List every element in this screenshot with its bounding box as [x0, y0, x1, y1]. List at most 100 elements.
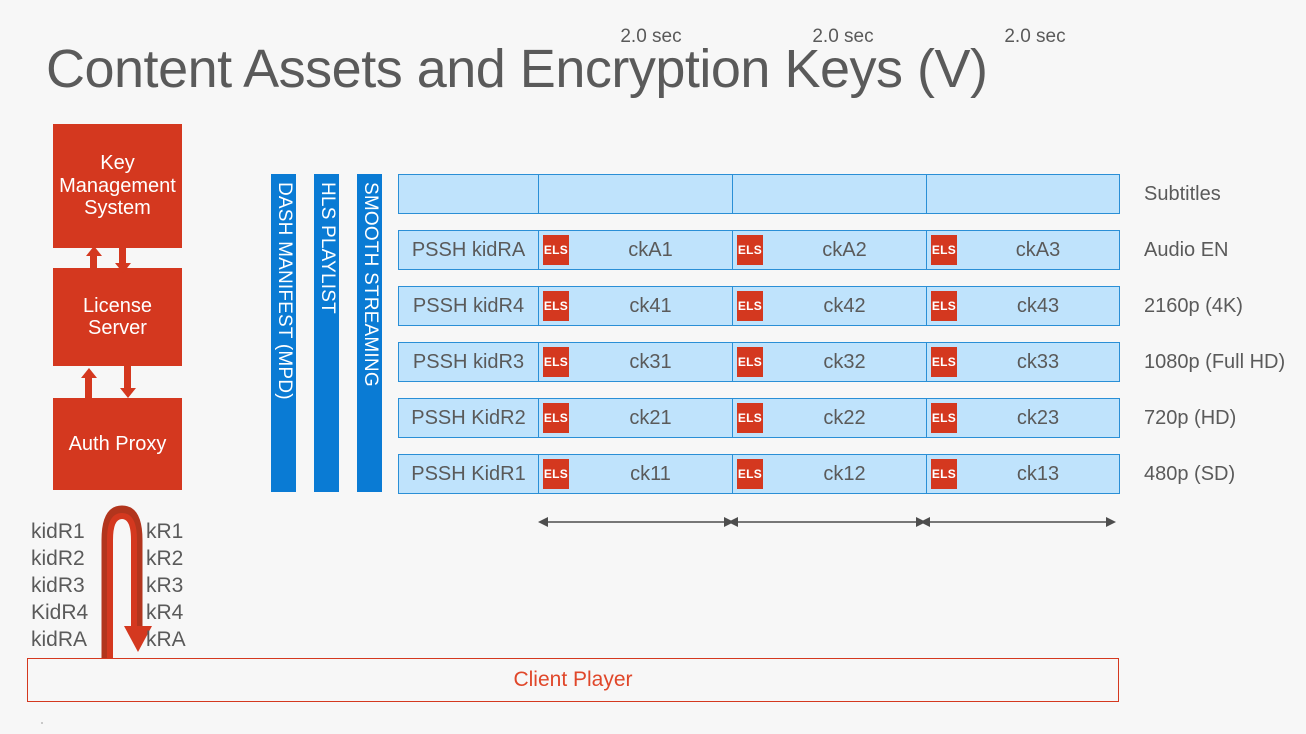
duration-label-3: 2.0 sec	[1004, 26, 1066, 47]
els-badge[interactable]: ELS	[543, 235, 569, 265]
cell-segment: ELS ck11	[539, 455, 733, 493]
ck-label: ck32	[823, 350, 866, 373]
els-badge[interactable]: ELS	[737, 347, 763, 377]
cell-segment	[927, 175, 1119, 213]
cell-segment: ELS ck21	[539, 399, 733, 437]
els-badge[interactable]: ELS	[931, 235, 957, 265]
key-id-item: kidR1	[31, 520, 85, 543]
quality-label-1080p: 1080p (Full HD)	[1144, 350, 1286, 373]
u-turn-arrow-icon	[101, 505, 152, 658]
arrow-up-head-icon-2	[80, 368, 97, 378]
ck-label: ck13	[1016, 462, 1060, 485]
duration-ruler	[538, 517, 1116, 527]
bar-hls-playlist[interactable]: HLS PLAYLIST	[314, 174, 339, 492]
duration-label-1: 2.0 sec	[620, 26, 682, 47]
key-item: kR1	[146, 520, 184, 543]
cell-pssh: PSSH kidR4	[399, 287, 539, 325]
decorative-dot	[41, 722, 43, 724]
client-player-label: Client Player	[513, 668, 633, 691]
cell-segment: ELS ckA3	[927, 231, 1119, 269]
els-badge[interactable]: ELS	[737, 459, 763, 489]
box-license-server[interactable]: License Server	[53, 268, 182, 366]
ck-label: ck12	[823, 462, 866, 485]
ck-label: ck43	[1016, 294, 1060, 317]
ck-label: ck11	[630, 462, 671, 485]
cell-segment: ELS ck43	[927, 287, 1119, 325]
ck-label: ck23	[1016, 406, 1060, 429]
key-id-item: KidR4	[31, 601, 89, 624]
duration-label-2: 2.0 sec	[812, 26, 874, 47]
pssh-label: PSSH kidR4	[412, 294, 525, 317]
els-badge[interactable]: ELS	[543, 291, 569, 321]
cell-segment: ELS ck31	[539, 343, 733, 381]
ck-label: ck33	[1016, 350, 1060, 373]
els-badge[interactable]: ELS	[543, 347, 569, 377]
cell-pssh	[399, 175, 539, 213]
els-badge[interactable]: ELS	[737, 291, 763, 321]
table-row[interactable]: PSSH kidR3 ELS ck31 ELS ck32 ELS ck33	[398, 342, 1120, 382]
bar-dash-manifest[interactable]: DASH MANIFEST (MPD)	[271, 174, 296, 492]
ck-label: ckA2	[822, 238, 867, 261]
quality-label-720p: 720p (HD)	[1144, 406, 1237, 429]
cell-segment: ELS ck13	[927, 455, 1119, 493]
key-id-list: kidR1 kidR2 kidR3 KidR4 kidRA	[31, 518, 88, 653]
client-player-bar[interactable]: Client Player	[27, 658, 1119, 702]
els-badge[interactable]: ELS	[931, 347, 957, 377]
key-item: kR2	[146, 547, 184, 570]
table-row[interactable]: PSSH KidR1 ELS ck11 ELS ck12 ELS ck13	[398, 454, 1120, 494]
arrow-down-head-icon-2	[119, 388, 136, 398]
key-item: kR4	[146, 601, 184, 624]
ck-label: ck42	[823, 294, 866, 317]
cell-segment: ELS ck23	[927, 399, 1119, 437]
cell-pssh: PSSH KidR2	[399, 399, 539, 437]
key-id-item: kidR2	[31, 547, 85, 570]
table-row[interactable]: PSSH kidR4 ELS ck41 ELS ck42 ELS ck43	[398, 286, 1120, 326]
els-badge[interactable]: ELS	[543, 403, 569, 433]
bar-smooth-streaming[interactable]: SMOOTH STREAMING	[357, 174, 382, 492]
els-badge[interactable]: ELS	[737, 403, 763, 433]
pssh-label: PSSH KidR2	[411, 406, 526, 429]
key-id-item: kidR3	[31, 574, 85, 597]
arrow-down-kms-to-license	[119, 248, 126, 265]
cell-segment: ELS ck32	[733, 343, 927, 381]
key-list: kR1 kR2 kR3 kR4 kRA	[146, 518, 186, 653]
cell-pssh: PSSH kidR3	[399, 343, 539, 381]
cell-pssh: PSSH kidRA	[399, 231, 539, 269]
table-row[interactable]: PSSH KidR2 ELS ck21 ELS ck22 ELS ck23	[398, 398, 1120, 438]
quality-label-subtitles: Subtitles	[1144, 182, 1221, 205]
ck-label: ckA1	[628, 238, 673, 261]
pssh-label: PSSH KidR1	[411, 462, 526, 485]
ck-label: ckA3	[1015, 238, 1061, 261]
quality-label-480p: 480p (SD)	[1144, 462, 1236, 485]
els-badge[interactable]: ELS	[737, 235, 763, 265]
pssh-label: PSSH kidRA	[411, 238, 526, 261]
key-item: kRA	[146, 628, 186, 651]
cell-segment: ELS ck42	[733, 287, 927, 325]
arrow-down-head-icon	[114, 263, 131, 273]
ck-label: ck31	[629, 350, 672, 373]
els-badge[interactable]: ELS	[931, 403, 957, 433]
box-auth-proxy[interactable]: Auth Proxy	[53, 398, 182, 490]
cell-segment: ELS ckA1	[539, 231, 733, 269]
els-badge[interactable]: ELS	[543, 459, 569, 489]
table-row[interactable]	[398, 174, 1120, 214]
key-id-item: kidRA	[31, 628, 88, 651]
key-item: kR3	[146, 574, 184, 597]
cell-pssh: PSSH KidR1	[399, 455, 539, 493]
arrow-up-license-from-auth	[85, 376, 92, 402]
table-row[interactable]: PSSH kidRA ELS ckA1 ELS ckA2 ELS ckA3	[398, 230, 1120, 270]
quality-label-2160p: 2160p (4K)	[1144, 294, 1243, 317]
els-badge[interactable]: ELS	[931, 459, 957, 489]
arrow-up-head-icon	[85, 246, 102, 256]
bar-hls-playlist-label: HLS PLAYLIST	[317, 182, 338, 314]
quality-label-audio: Audio EN	[1144, 238, 1229, 261]
ck-label: ck41	[629, 294, 672, 317]
quality-label-list: Subtitles Audio EN 2160p (4K) 1080p (Ful…	[1144, 174, 1285, 510]
ck-label: ck22	[823, 406, 866, 429]
els-badge[interactable]: ELS	[931, 291, 957, 321]
cell-segment: ELS ck41	[539, 287, 733, 325]
pssh-label: PSSH kidR3	[412, 350, 525, 373]
cell-segment: ELS ck22	[733, 399, 927, 437]
box-key-management-system[interactable]: Key Management System	[53, 124, 182, 248]
